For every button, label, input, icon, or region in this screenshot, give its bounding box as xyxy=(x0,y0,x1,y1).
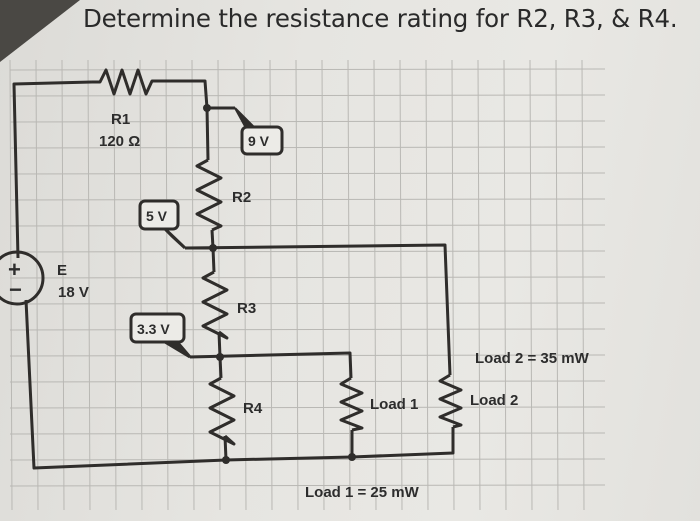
probe-9v-value: 9 V xyxy=(248,133,270,149)
grid-line-vertical xyxy=(61,59,65,511)
junction-dot xyxy=(348,453,356,461)
grid-line-vertical xyxy=(113,59,117,511)
r2-label: R2 xyxy=(232,189,251,206)
source-plus-symbol: + xyxy=(8,257,21,282)
voltage-probe-3v3: 3.3 V xyxy=(129,312,192,359)
voltage-probe-5v: 5 V xyxy=(138,199,213,250)
resistor-r2 xyxy=(195,158,223,232)
junction-dot xyxy=(203,104,211,112)
grid-line-vertical xyxy=(165,59,169,511)
load1-label: Load 1 xyxy=(370,396,418,413)
source-minus-symbol: − xyxy=(9,277,22,302)
grid-line-horizontal xyxy=(9,380,606,383)
grid-line-vertical xyxy=(347,59,351,511)
grid-line-vertical xyxy=(555,59,559,511)
load2-label: Load 2 xyxy=(470,392,518,409)
r1-value: 120 Ω xyxy=(99,133,140,150)
grid-line-horizontal xyxy=(9,276,606,279)
grid-line-vertical xyxy=(87,59,91,511)
grid-line-vertical xyxy=(581,59,585,511)
resistor-load1 xyxy=(339,376,364,432)
grid-line-horizontal xyxy=(9,224,606,227)
grid-line-vertical xyxy=(9,59,13,511)
grid-line-horizontal xyxy=(9,328,606,331)
graph-paper-grid xyxy=(9,59,606,511)
wire-r3-top xyxy=(211,247,216,273)
grid-line-vertical xyxy=(35,59,39,511)
wire-node2-load2 xyxy=(184,243,452,376)
grid-line-vertical xyxy=(295,59,299,511)
probe-3v3-value: 3.3 V xyxy=(137,321,170,337)
resistor-load2 xyxy=(438,373,463,429)
grid-line-horizontal xyxy=(9,406,606,409)
grid-line-horizontal xyxy=(9,120,606,123)
source-voltage-label: 18 V xyxy=(58,284,89,301)
grid-line-vertical xyxy=(373,59,377,511)
resistor-r3 xyxy=(201,270,229,340)
resistor-r1 xyxy=(92,68,154,96)
wire-bottom xyxy=(24,299,455,470)
shadow-corner xyxy=(0,0,80,62)
grid-line-horizontal xyxy=(9,250,606,253)
grid-line-vertical xyxy=(425,59,429,511)
load1-power-note: Load 1 = 25 mW xyxy=(305,484,420,501)
junctions xyxy=(203,104,356,464)
grid-line-horizontal xyxy=(9,198,606,201)
grid-line-vertical xyxy=(503,59,507,511)
grid-line-horizontal xyxy=(9,146,606,149)
grid-line-horizontal xyxy=(9,302,606,305)
junction-dot xyxy=(222,456,230,464)
r4-label: R4 xyxy=(243,400,263,417)
r3-label: R3 xyxy=(237,300,256,317)
wire-r3-bottom xyxy=(217,331,222,358)
grid-line-vertical xyxy=(191,59,195,511)
grid-line-vertical xyxy=(399,59,403,511)
probe-5v-value: 5 V xyxy=(146,208,168,224)
grid-line-horizontal xyxy=(9,94,606,97)
grid-line-vertical xyxy=(139,59,143,511)
grid-line-vertical xyxy=(477,59,481,511)
wire-node3-load1 xyxy=(189,351,353,379)
voltage-source-e: + − xyxy=(0,250,45,306)
grid-line-horizontal xyxy=(9,484,606,487)
source-name-label: E xyxy=(57,262,67,279)
resistor-r4 xyxy=(208,376,236,446)
grid-line-vertical xyxy=(321,59,325,511)
wire-r1-to-r2-top xyxy=(154,79,209,109)
voltage-probe-9v: 9 V xyxy=(234,107,284,156)
grid-line-vertical xyxy=(529,59,533,511)
grid-line-horizontal xyxy=(9,432,606,435)
wire-r2-top xyxy=(205,107,210,161)
wire-left-upper xyxy=(12,80,93,259)
load2-power-note: Load 2 = 35 mW xyxy=(475,350,590,367)
r1-label: R1 xyxy=(111,111,130,128)
grid-line-horizontal xyxy=(9,172,606,175)
junction-dot xyxy=(216,353,224,361)
grid-line-horizontal xyxy=(9,68,606,71)
wires xyxy=(12,79,455,470)
problem-title: Determine the resistance rating for R2, … xyxy=(83,4,678,33)
